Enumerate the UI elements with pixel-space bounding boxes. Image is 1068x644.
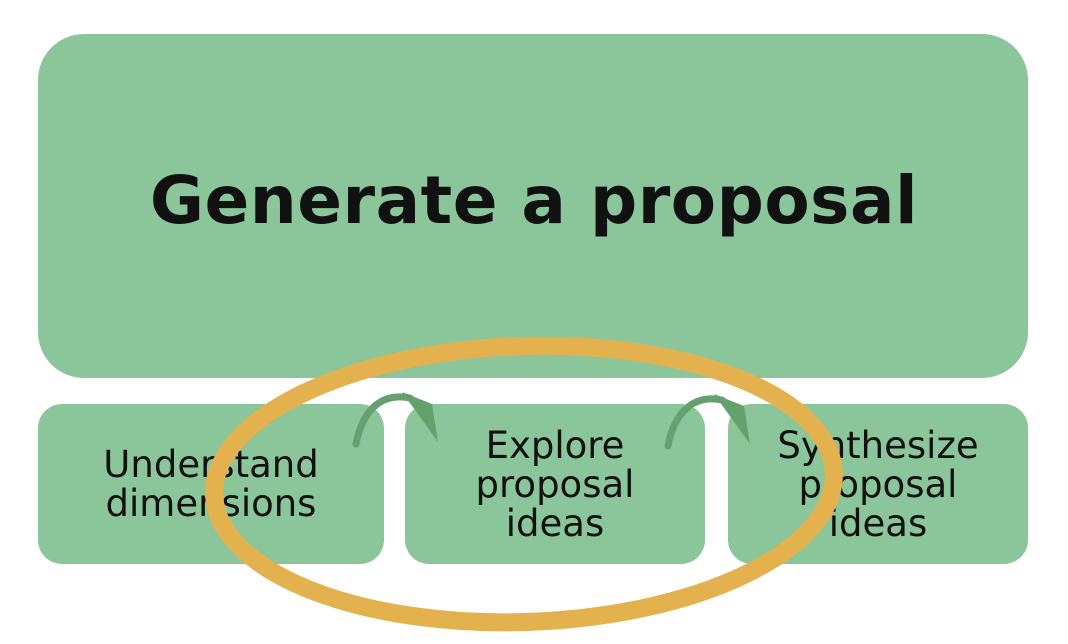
step-label-understand: Understand dimensions xyxy=(103,443,319,525)
step-label-synthesize: Synthesize proposal ideas xyxy=(777,423,979,545)
step-box-understand: Understand dimensions xyxy=(38,404,384,564)
step-label-explore: Explore proposal ideas xyxy=(475,423,635,545)
main-stage-box xyxy=(38,34,1028,378)
step-box-synthesize: Synthesize proposal ideas xyxy=(728,404,1028,564)
diagram-title: Generate a proposal xyxy=(149,162,919,239)
step-box-explore: Explore proposal ideas xyxy=(405,404,705,564)
